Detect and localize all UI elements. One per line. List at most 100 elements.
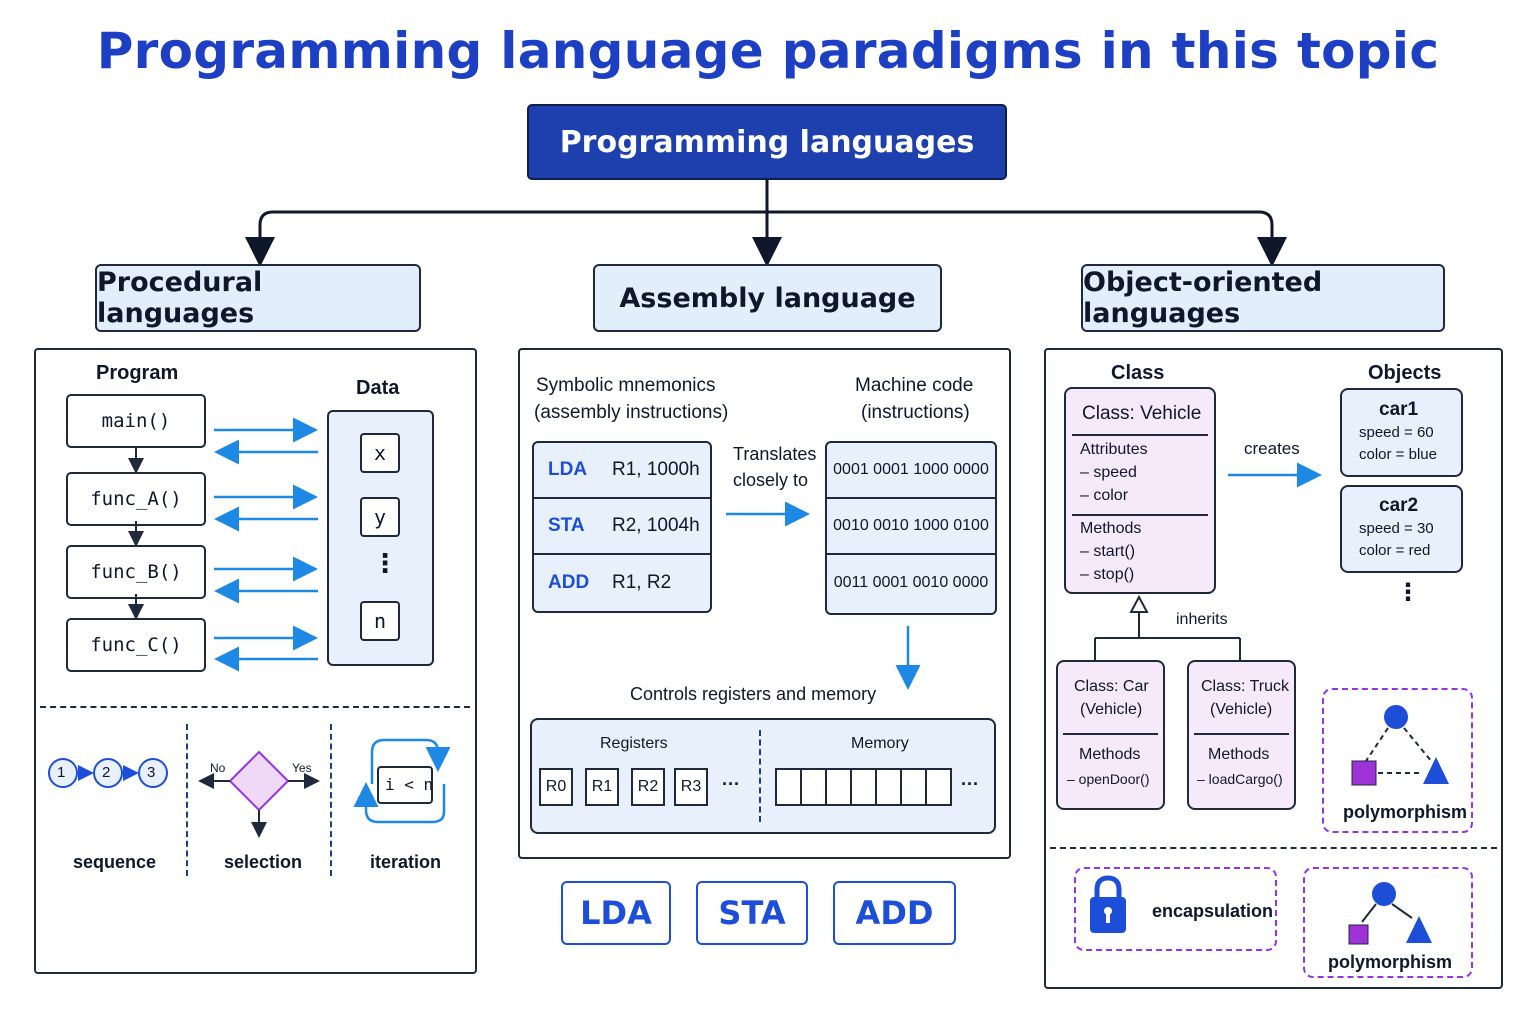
object-car1-name: car1 bbox=[1379, 399, 1419, 420]
inherits-label: inherits bbox=[1176, 611, 1228, 628]
object-car1 bbox=[1340, 388, 1463, 477]
opcode: STA bbox=[548, 515, 585, 536]
truck-class-name: Class: Truck bbox=[1201, 678, 1290, 695]
table-row: LDA R1, 1000h bbox=[534, 443, 710, 499]
machine-code-table: 0001 0001 1000 0000 0010 0010 1000 0100 … bbox=[825, 441, 997, 615]
attribute-speed: – speed bbox=[1080, 464, 1137, 481]
oop-divider bbox=[1050, 847, 1497, 849]
polymorphism-card bbox=[1322, 688, 1473, 833]
table-row: 0001 0001 1000 0000 bbox=[827, 443, 995, 499]
variable-x: x bbox=[360, 433, 400, 473]
translates-label-2: closely to bbox=[733, 470, 809, 490]
object-car1-speed: speed = 60 bbox=[1359, 424, 1434, 441]
page-title: Programming language paradigms in this t… bbox=[96, 22, 1440, 80]
procedural-category: Procedural languages bbox=[95, 264, 421, 332]
register-r0: R0 bbox=[539, 768, 573, 806]
table-row: 0011 0001 0010 0000 bbox=[833, 574, 989, 591]
divider bbox=[1194, 733, 1289, 735]
register-r3: R3 bbox=[674, 768, 708, 806]
memory-label: Memory bbox=[851, 735, 909, 752]
objects-vdots: ⋮ bbox=[1396, 579, 1420, 606]
vehicle-class-box bbox=[1064, 387, 1216, 594]
method-start: – start() bbox=[1080, 543, 1136, 560]
operands: R1, 1000h bbox=[612, 459, 700, 480]
creates-label: creates bbox=[1244, 439, 1300, 458]
register-r2: R2 bbox=[631, 768, 665, 806]
selection-diagram bbox=[198, 750, 320, 838]
divider bbox=[759, 730, 761, 822]
function-main: main() bbox=[66, 394, 206, 448]
methods-label: Methods bbox=[1080, 520, 1142, 537]
object-car1-color: color = blue bbox=[1359, 446, 1437, 463]
sequence-diagram bbox=[48, 758, 168, 788]
car-methods-label: Methods bbox=[1079, 746, 1141, 763]
table-row: 0010 0010 1000 0100 bbox=[827, 499, 995, 555]
truck-methods-label: Methods bbox=[1208, 746, 1270, 763]
sequence-step-1: 1 bbox=[57, 764, 66, 781]
registers-label: Registers bbox=[600, 735, 668, 752]
registers-ellipsis: ··· bbox=[722, 774, 740, 794]
car-class-name: Class: Car bbox=[1074, 678, 1149, 695]
car-method-opendoor: – openDoor() bbox=[1067, 771, 1150, 787]
object-car2-name: car2 bbox=[1379, 495, 1419, 516]
selection-yes-label: Yes bbox=[292, 761, 312, 775]
assembly-category: Assembly language bbox=[593, 264, 942, 332]
polymorphism-label-2: polymorphism bbox=[1328, 952, 1453, 972]
data-vdots: ⋮ bbox=[372, 548, 398, 578]
encapsulation-card bbox=[1074, 867, 1277, 951]
machine-code-subtitle: (instructions) bbox=[861, 402, 970, 423]
car-class-box bbox=[1056, 660, 1165, 810]
car-class-parent: (Vehicle) bbox=[1080, 701, 1143, 718]
mnemonic-lda: LDA bbox=[561, 881, 671, 945]
attributes-label: Attributes bbox=[1080, 441, 1148, 458]
sequence-label: sequence bbox=[73, 852, 157, 872]
mnemonics-subtitle: (assembly instructions) bbox=[534, 402, 729, 423]
data-label: Data bbox=[356, 377, 400, 399]
divider bbox=[330, 724, 332, 876]
opcode: LDA bbox=[548, 459, 588, 480]
operands: R1, R2 bbox=[612, 572, 672, 593]
machine-code-title: Machine code bbox=[855, 375, 974, 396]
object-car2-speed: speed = 30 bbox=[1359, 520, 1434, 537]
memory-ellipsis: ··· bbox=[961, 774, 979, 794]
sequence-step-3: 3 bbox=[147, 764, 156, 781]
table-row: ADD R1, R2 bbox=[534, 555, 710, 611]
truck-method-loadcargo: – loadCargo() bbox=[1197, 771, 1283, 787]
assembly-instructions-table: LDA R1, 1000h STA R2, 1004h ADD R1, R2 bbox=[532, 441, 712, 613]
iteration-diagram bbox=[353, 738, 451, 824]
oop-category: Object-oriented languages bbox=[1081, 264, 1445, 332]
divider bbox=[1072, 514, 1208, 516]
mnemonics-title: Symbolic mnemonics bbox=[536, 375, 716, 396]
memory-cells bbox=[775, 768, 952, 806]
attribute-color: – color bbox=[1080, 487, 1129, 504]
divider bbox=[1072, 434, 1208, 436]
variable-n: n bbox=[360, 601, 400, 641]
controls-label: Controls registers and memory bbox=[630, 684, 877, 704]
opcode: ADD bbox=[548, 572, 590, 593]
iteration-label: iteration bbox=[370, 852, 442, 872]
register-r1: R1 bbox=[585, 768, 619, 806]
truck-class-box bbox=[1187, 660, 1296, 810]
iteration-condition: i < n bbox=[385, 775, 434, 794]
polymorphism-card-2 bbox=[1303, 867, 1473, 978]
translates-label: Translates bbox=[733, 444, 817, 464]
truck-class-parent: (Vehicle) bbox=[1210, 701, 1273, 718]
selection-label: selection bbox=[224, 852, 303, 872]
variable-y: y bbox=[360, 497, 400, 537]
class-label: Class bbox=[1111, 362, 1165, 384]
function-b: func_B() bbox=[66, 545, 206, 599]
objects-label: Objects bbox=[1368, 362, 1442, 384]
mnemonic-add: ADD bbox=[833, 881, 956, 945]
divider bbox=[186, 724, 188, 876]
object-car2 bbox=[1340, 485, 1463, 573]
table-row: STA R2, 1004h bbox=[534, 499, 710, 555]
sequence-step-2: 2 bbox=[102, 764, 111, 781]
